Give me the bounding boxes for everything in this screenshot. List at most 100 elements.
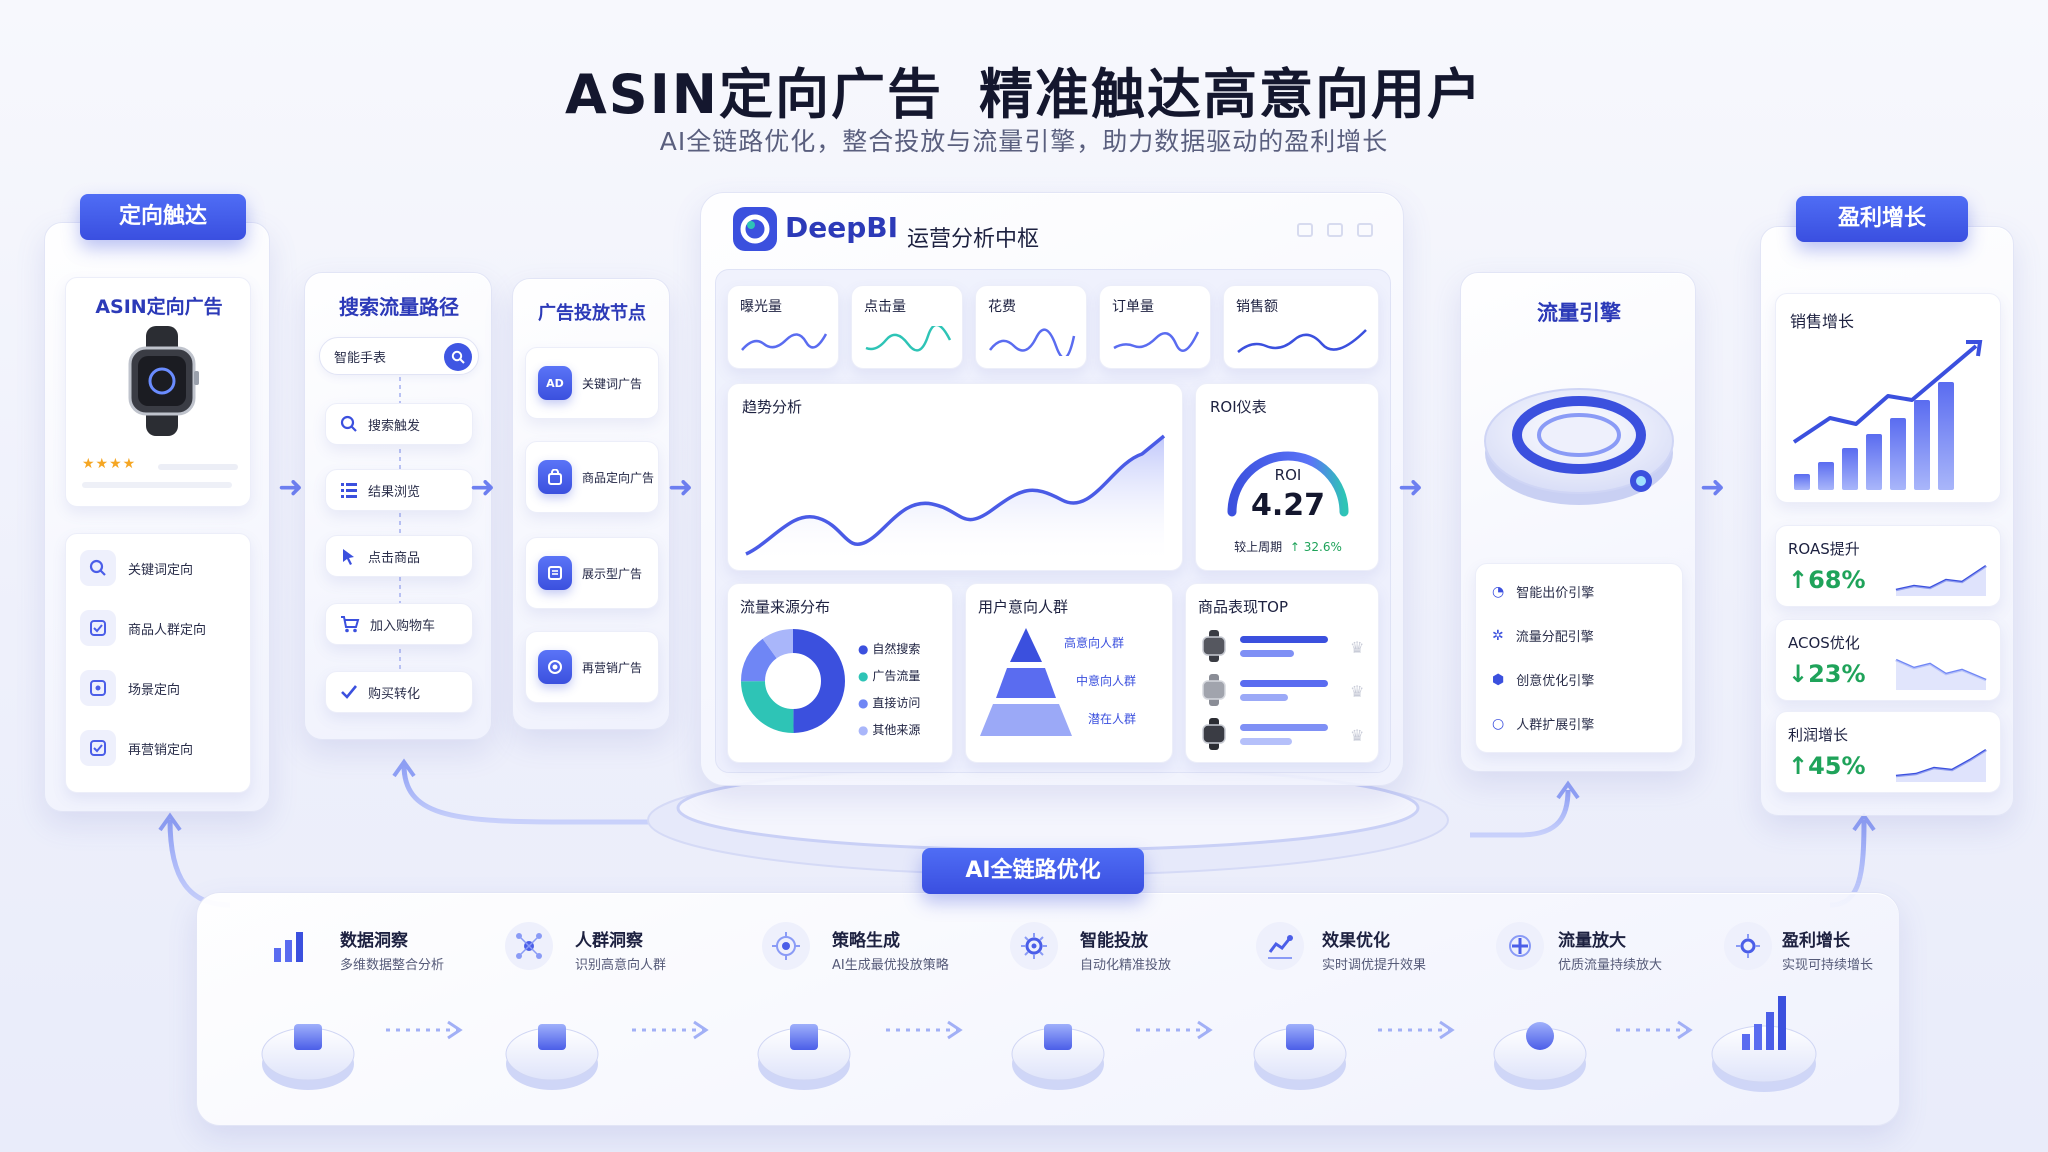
curve-mid-left xyxy=(401,764,700,825)
step-search-trigger[interactable]: 搜索触发 xyxy=(325,403,473,445)
kpi-sparkline xyxy=(741,333,828,351)
kpi-label: 花费 xyxy=(988,299,1016,315)
targeting-item-keyword[interactable]: 关键词定向 xyxy=(80,550,193,586)
step-label: 搜索触发 xyxy=(368,418,421,434)
asin-ad-card[interactable]: ASIN定向广告 ★★★★ xyxy=(65,277,251,507)
metric-roas[interactable]: ROAS提升 ↑68% xyxy=(1775,525,2001,607)
trend-title: 趋势分析 xyxy=(742,398,803,416)
kpi-card-orders[interactable]: 订单量 xyxy=(1099,285,1211,369)
step-click-product[interactable]: 点击商品 xyxy=(325,535,473,577)
targeting-item-scene[interactable]: 场景定向 xyxy=(80,670,180,706)
targeting-item-remarketing[interactable]: 再营销定向 xyxy=(80,730,193,766)
arrow-right-icon: ➜ xyxy=(470,470,496,505)
top-bar xyxy=(1240,738,1292,745)
curve-mid-right xyxy=(1470,789,1571,838)
title-part-1: ASIN定向广告 xyxy=(565,63,943,126)
engine-item-allocation[interactable]: ✲ 流量分配引擎 xyxy=(1492,626,1594,646)
legend-label: 自然搜索 xyxy=(872,642,921,656)
pedestal-5 xyxy=(1253,1024,1347,1090)
step-desc: AI生成最优投放策略 xyxy=(832,958,949,973)
kpi-card-sales[interactable]: 销售额 xyxy=(1223,285,1379,369)
engine-item-creative[interactable]: ⬢ 创意优化引擎 xyxy=(1492,670,1594,690)
ad-node-product[interactable]: 商品定向广告 xyxy=(525,441,659,513)
step-desc: 识别高意向人群 xyxy=(575,958,667,973)
page-title: ASIN定向广告精准触达高意向用户 xyxy=(0,50,2048,129)
ad-node-keyword[interactable]: AD 关键词广告 xyxy=(525,347,659,419)
ad-node-remarketing[interactable]: 再营销广告 xyxy=(525,631,659,703)
roi-label: ROI xyxy=(1274,466,1302,484)
roi-compare-label: 较上周期 xyxy=(1234,540,1283,554)
step-result-browse[interactable]: 结果浏览 xyxy=(325,469,473,511)
sales-growth-card[interactable]: 销售增长 xyxy=(1775,293,2001,503)
window-controls xyxy=(1297,223,1373,237)
search-input[interactable]: 智能手表 xyxy=(319,337,479,375)
optimize-icon xyxy=(1256,922,1304,970)
kpi-label: 点击量 xyxy=(864,299,906,315)
kpi-card-impressions[interactable]: 曝光量 xyxy=(727,285,839,369)
donut-slice-other xyxy=(741,629,845,733)
target-icon xyxy=(538,650,572,684)
top-products-card[interactable]: 商品表现TOP ♛ ♛ ♛ xyxy=(1185,583,1379,763)
remarketing-icon xyxy=(80,730,116,766)
engine-item-audience[interactable]: ○ 人群扩展引擎 xyxy=(1492,714,1594,734)
targeting-item-product[interactable]: 商品人群定向 xyxy=(80,610,206,646)
trend-card[interactable]: 趋势分析 xyxy=(727,383,1183,571)
kpi-label: 曝光量 xyxy=(740,299,782,315)
top-product-row[interactable] xyxy=(1200,674,1228,710)
top-product-row[interactable] xyxy=(1200,718,1228,754)
profit-panel: 销售增长 ROAS提升 ↑68% ACOS优化 ↓23% 利润增长 ↑45% xyxy=(1760,226,2014,816)
metric-profit[interactable]: 利润增长 ↑45% xyxy=(1775,711,2001,793)
pedestal-3 xyxy=(757,1024,851,1090)
step-add-cart[interactable]: 加入购物车 xyxy=(325,603,473,645)
kpi-label: 订单量 xyxy=(1112,299,1154,315)
shield-icon: ⬢ xyxy=(1492,671,1505,688)
window-icon[interactable] xyxy=(1297,223,1313,237)
kpi-label: 销售额 xyxy=(1236,299,1278,315)
amplify-icon xyxy=(1496,922,1544,970)
targeting-item-label: 关键词定向 xyxy=(128,562,194,578)
crown-icon: ♛ xyxy=(1350,726,1365,745)
metric-acos[interactable]: ACOS优化 ↓23% xyxy=(1775,619,2001,701)
strategy-icon xyxy=(762,922,810,970)
step-title: 流量放大 xyxy=(1558,931,1626,951)
window-icon[interactable] xyxy=(1357,223,1373,237)
placeholder-line xyxy=(82,482,232,488)
engine-device-icon xyxy=(1484,388,1674,505)
traffic-legend: ● 自然搜索 ● 广告流量 ● 直接访问 ● 其他来源 xyxy=(858,636,920,744)
step-purchase[interactable]: 购买转化 xyxy=(325,671,473,713)
kpi-card-clicks[interactable]: 点击量 xyxy=(851,285,963,369)
top-product-row[interactable] xyxy=(1200,630,1228,666)
search-button[interactable] xyxy=(444,343,472,371)
legend-item: ● 直接访问 xyxy=(858,696,921,710)
roi-value: 4.27 xyxy=(1250,488,1326,523)
step-label: 加入购物车 xyxy=(370,618,436,634)
engine-item-bidding[interactable]: ◔ 智能出价引擎 xyxy=(1492,582,1594,602)
rating-stars: ★★★★ xyxy=(82,456,137,472)
dashboard-title: 运营分析中枢 xyxy=(907,227,1040,252)
traffic-source-card[interactable]: 流量来源分布 ● 自然搜索 ● 广告流量 ● 直接访问 ● 其他来源 xyxy=(727,583,953,763)
page-subtitle: AI全链路优化，整合投放与流量引擎，助力数据驱动的盈利增长 xyxy=(659,127,1389,156)
step-title: 数据洞察 xyxy=(340,931,408,951)
brand-name: DeepBI xyxy=(785,211,899,244)
arrow-right-icon: ➜ xyxy=(278,470,304,505)
engine-item-label: 流量分配引擎 xyxy=(1515,630,1594,645)
top-bar xyxy=(1240,636,1328,643)
traffic-engine-title: 流量引擎 xyxy=(1537,301,1621,325)
pedestal-6 xyxy=(1493,1022,1587,1090)
roi-card[interactable]: ROI仪表 ROI 4.27 较上周期 ↑ 32.6% xyxy=(1195,383,1379,571)
kpi-sparkline xyxy=(1237,329,1367,353)
roi-gauge xyxy=(1227,451,1349,517)
step-title: 盈利增长 xyxy=(1782,931,1850,951)
ad-node-display[interactable]: 展示型广告 xyxy=(525,537,659,609)
ad-icon: AD xyxy=(538,366,572,400)
window-icon[interactable] xyxy=(1327,223,1343,237)
cursor-icon xyxy=(343,549,354,565)
metric-sparkline xyxy=(1895,748,1987,782)
kpi-sparkline xyxy=(989,328,1076,356)
user-intent-card[interactable]: 用户意向人群 高意向人群 中意向人群 潜在人群 xyxy=(965,583,1173,763)
title-part-2: 精准触达高意向用户 xyxy=(978,63,1483,126)
traffic-source-title: 流量来源分布 xyxy=(740,598,831,616)
kpi-card-spend[interactable]: 花费 xyxy=(975,285,1087,369)
sales-growth-title: 销售增长 xyxy=(1790,312,1855,331)
user-intent-title: 用户意向人群 xyxy=(978,598,1069,616)
